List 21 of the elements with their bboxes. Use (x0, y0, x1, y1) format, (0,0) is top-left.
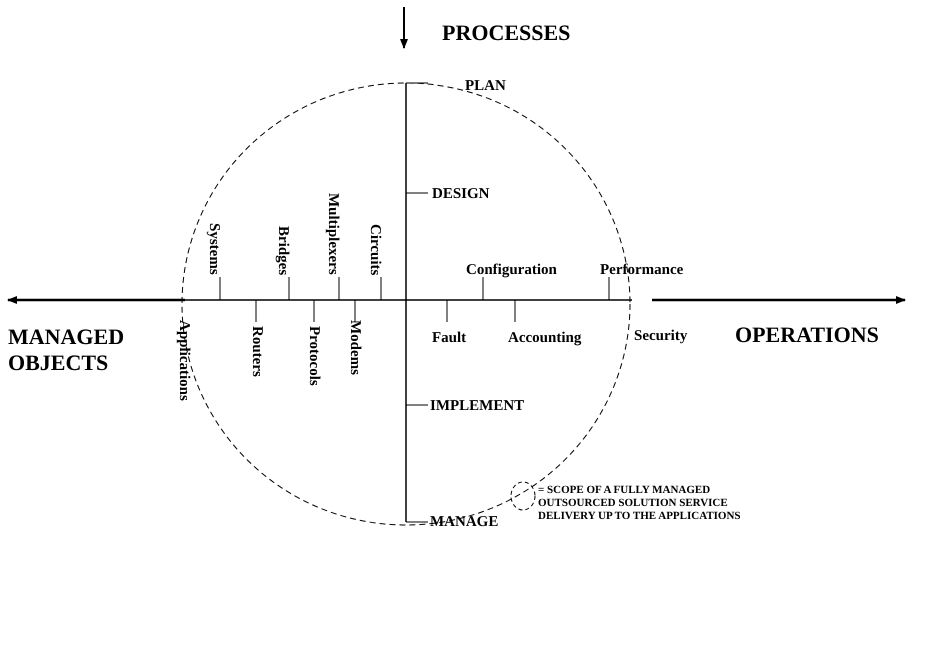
tick-label: DESIGN (432, 186, 490, 202)
tick-label: Accounting (508, 330, 582, 346)
axis-label: PROCESSES (442, 20, 570, 46)
tick-label: IMPLEMENT (430, 398, 524, 414)
tick-label: Modems (347, 320, 363, 375)
tick-label: Multiplexers (325, 193, 341, 275)
tick-label: Security (634, 328, 688, 344)
tick-label: Routers (249, 326, 265, 377)
tick-label: MANAGE (430, 514, 498, 530)
tick-label: Bridges (275, 226, 291, 275)
axis-label: MANAGED OBJECTS (8, 324, 126, 376)
tick-label: Systems (206, 223, 222, 275)
tick-label: Applications (176, 320, 192, 401)
legend-text: = SCOPE OF A FULLY MANAGED OUTSOURCED SOLUTION SERVICE DELIVERY UP TO THE APPLICATIONS (538, 484, 742, 523)
tick-label: PLAN (465, 78, 506, 94)
tick-label: Configuration (466, 262, 557, 278)
tick-label: Protocols (306, 326, 322, 386)
tick-label: Circuits (367, 224, 383, 275)
axis-label: OPERATIONS (735, 322, 879, 348)
tick-label: Fault (432, 330, 466, 346)
tick-label: Performance (600, 262, 684, 278)
